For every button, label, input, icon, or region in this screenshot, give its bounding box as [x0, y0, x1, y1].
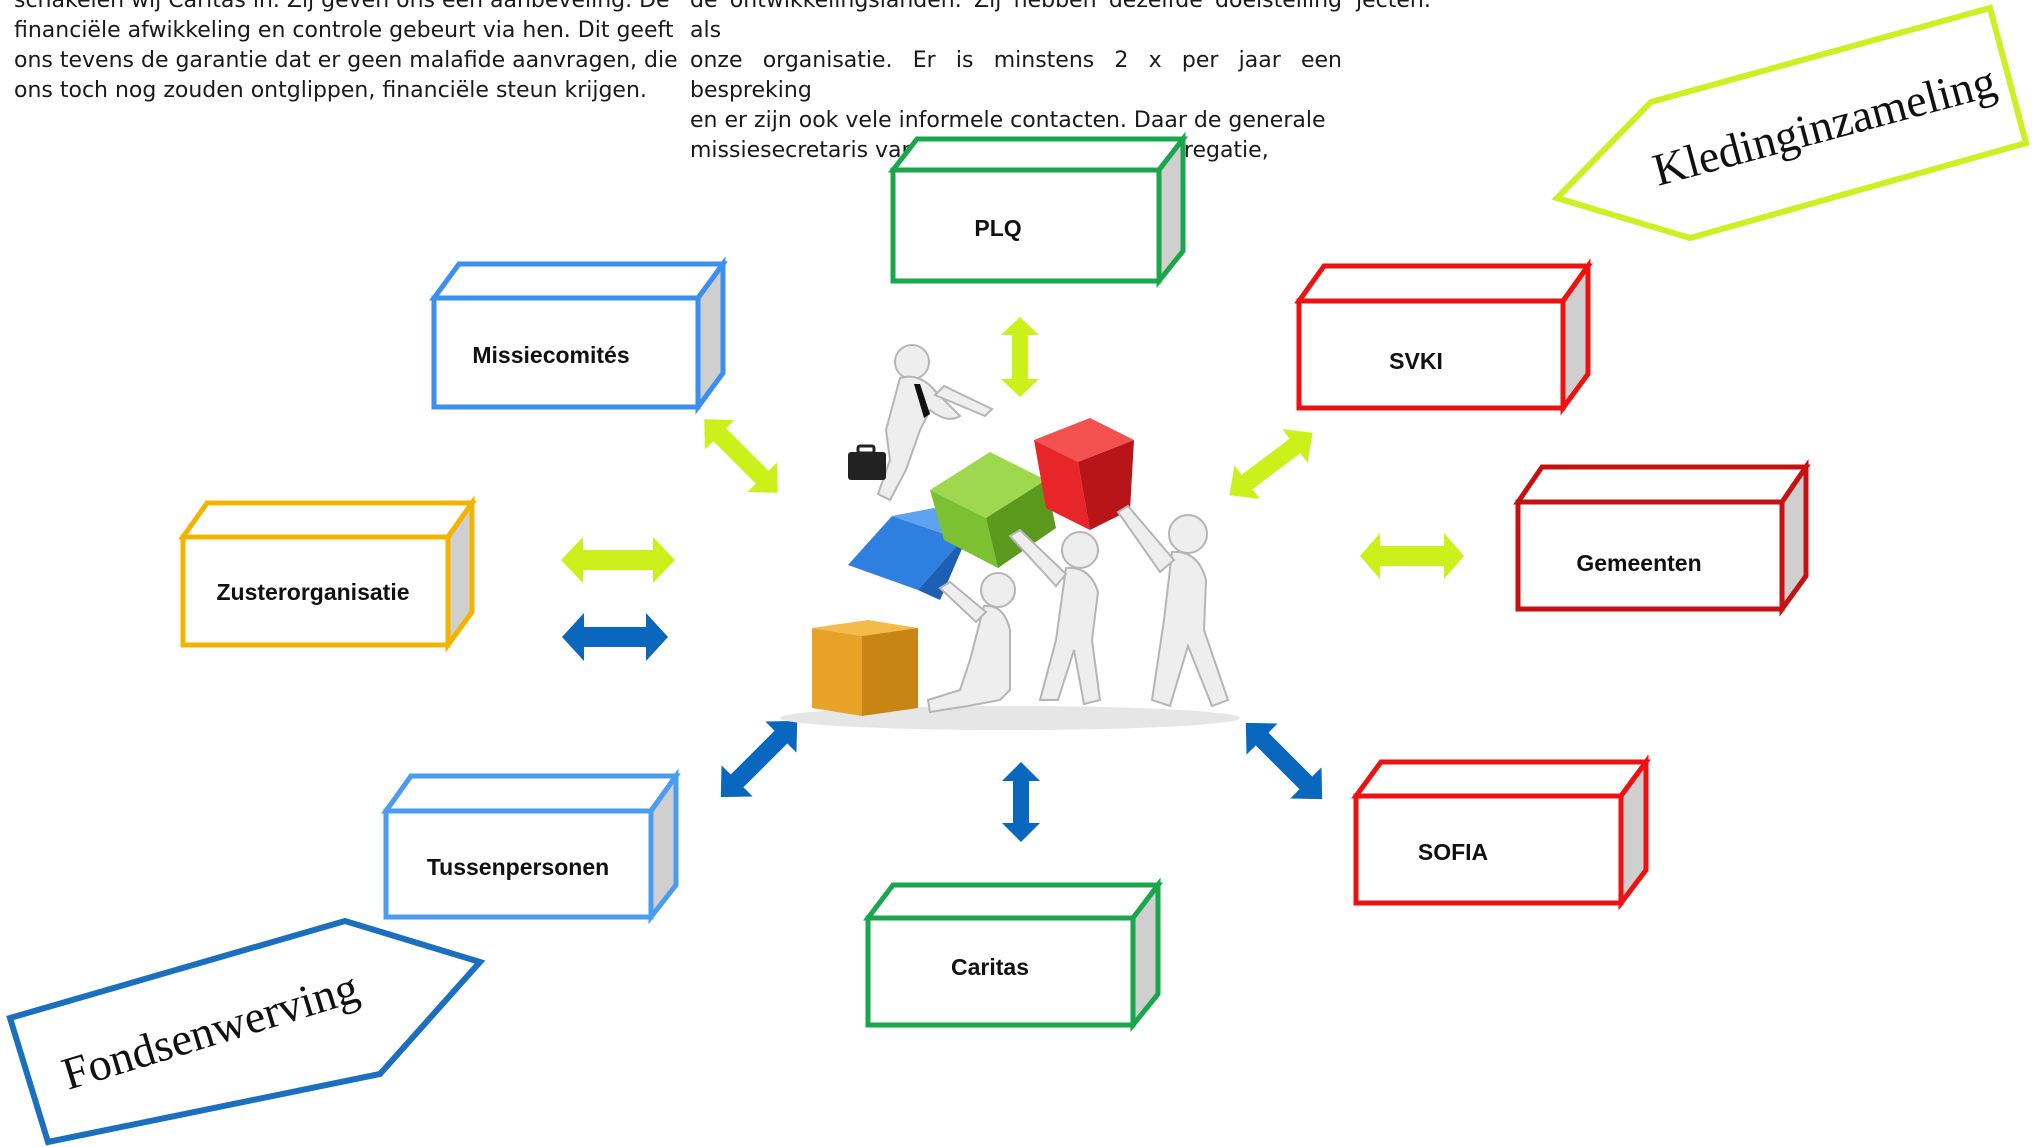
figure-businessman — [876, 344, 994, 502]
box-plq: PLQ — [887, 131, 1189, 289]
text-line: en er zijn ook vele informele contacten.… — [690, 108, 1326, 133]
box-gemeenten: Gemeenten — [1513, 458, 1811, 617]
arrow-gemeenten-shape — [1360, 533, 1464, 579]
box-tussenpersonen-front — [383, 808, 654, 920]
illustration-shadow — [780, 706, 1240, 730]
box-caritas-label: Caritas — [951, 954, 1029, 980]
box-zusterorganisatie: Zusterorganisatie — [178, 495, 477, 653]
arrow-tussenpersonen — [720, 720, 798, 798]
box-missiecomites-top — [429, 261, 728, 301]
box-caritas: Caritas — [862, 877, 1164, 1033]
figure-pushing-right — [1116, 504, 1230, 708]
arrow-tussenpersonen-shape — [720, 720, 798, 798]
box-sofia-front — [1353, 793, 1624, 906]
box-caritas-top — [862, 882, 1164, 921]
text-column-right: jecten. — [1356, 0, 1476, 16]
arrow-gemeenten — [1360, 533, 1464, 579]
arrow-zusterorganisatie-top-shape — [561, 537, 675, 583]
box-svki-top — [1294, 263, 1593, 304]
arrow-sofia — [1245, 722, 1323, 800]
box-sofia-top — [1351, 759, 1651, 799]
box-plq-top — [887, 136, 1189, 173]
arrow-plq-shape — [1001, 317, 1039, 397]
text-line: schakelen wij Caritas in. Zij geven ons … — [14, 0, 670, 13]
box-gemeenten-label: Gemeenten — [1576, 550, 1701, 576]
box-missiecomites: Missiecomités — [429, 256, 728, 415]
box-tussenpersonen-top — [381, 773, 681, 814]
tie-icon — [914, 384, 930, 418]
text-column-left: schakelen wij Caritas in. Zij geven ons … — [14, 0, 679, 106]
text-line: jecten. — [1356, 0, 1431, 13]
arrow-caritas — [1002, 762, 1040, 842]
text-line: onze organisatie. Er is minstens 2 x per… — [690, 48, 1342, 103]
box-gemeenten-top — [1513, 464, 1811, 505]
cube-orange — [812, 620, 918, 716]
cube-green — [930, 452, 1056, 568]
box-sofia-label: SOFIA — [1418, 839, 1488, 865]
cube-red — [1034, 418, 1134, 530]
arrow-svki — [1229, 429, 1313, 499]
arrow-zusterorganisatie-bottom-shape — [562, 613, 668, 661]
arrow-zusterorganisatie-bottom — [562, 613, 668, 661]
box-zusterorganisatie-front — [180, 534, 451, 648]
banner-kledinginzameling-shape — [1551, 4, 2030, 242]
box-zusterorganisatie-label: Zusterorganisatie — [217, 579, 410, 605]
text-line: ons toch nog zouden ontglippen, financië… — [14, 78, 647, 103]
briefcase-handle — [856, 444, 876, 455]
arrow-caritas-shape — [1002, 762, 1040, 842]
cube-blue — [848, 508, 970, 600]
box-gemeenten-front — [1515, 499, 1785, 612]
box-tussenpersonen: Tussenpersonen — [381, 768, 681, 925]
box-sofia: SOFIA — [1351, 754, 1651, 911]
box-svki: SVKI — [1294, 258, 1593, 416]
arrow-missiecomites-shape — [704, 419, 778, 493]
box-missiecomites-label: Missiecomités — [472, 342, 629, 368]
box-svki-label: SVKI — [1389, 348, 1443, 374]
banner-fondsenwerving: Fondsenwerving — [6, 917, 486, 1146]
figure-kneeling — [926, 572, 1016, 714]
text-line: de ontwikkelingslanden. Zij hebben dezel… — [690, 0, 1342, 43]
box-plq-label: PLQ — [974, 215, 1021, 241]
briefcase-icon — [848, 452, 886, 480]
box-svki-front — [1296, 298, 1566, 411]
text-line: ons tevens de garantie dat er geen malaf… — [14, 48, 678, 73]
figure-pushing-center — [1008, 528, 1102, 706]
text-line: financiële afwikkeling en controle gebeu… — [14, 18, 674, 43]
banner-kledinginzameling: Kledinginzameling — [1551, 4, 2030, 242]
arrow-svki-shape — [1229, 429, 1313, 499]
box-zusterorganisatie-top — [178, 500, 477, 540]
arrow-missiecomites — [704, 419, 778, 493]
arrow-zusterorganisatie-top — [561, 537, 675, 583]
box-missiecomites-front — [431, 295, 701, 410]
arrow-plq — [1001, 317, 1039, 397]
teamwork-illustration — [780, 344, 1240, 730]
box-tussenpersonen-label: Tussenpersonen — [427, 854, 609, 880]
arrow-sofia-shape — [1245, 722, 1323, 800]
banner-fondsenwerving-shape — [6, 917, 486, 1146]
box-plq-front — [890, 167, 1162, 284]
box-caritas-front — [865, 915, 1136, 1028]
